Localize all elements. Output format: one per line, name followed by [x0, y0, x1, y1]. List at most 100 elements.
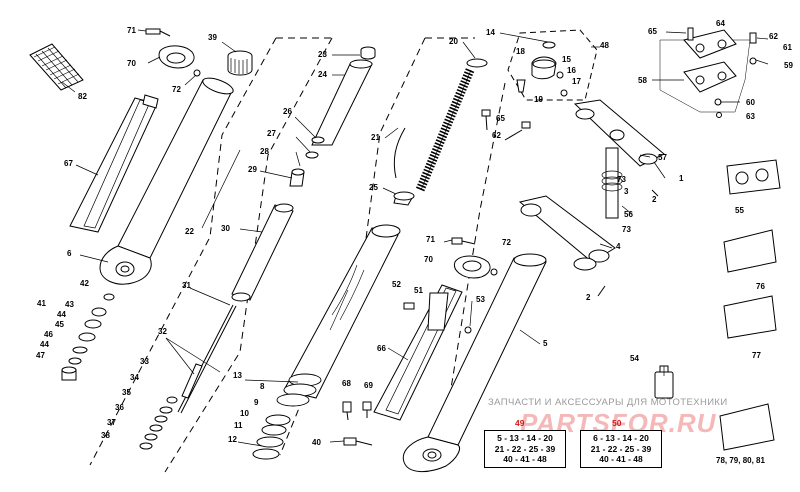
callout-label: 21 [371, 133, 380, 142]
right-inner-tube-drawing [252, 224, 401, 460]
callout-label: 29 [248, 165, 257, 174]
callout-label: 45 [55, 320, 64, 329]
right-outer-tube-drawing [402, 253, 547, 472]
callout-label: 48 [600, 41, 609, 50]
callout-label: 38 [101, 431, 110, 440]
callout-label: 69 [364, 381, 373, 390]
callout-label: 55 [735, 206, 744, 215]
callout-label: 53 [476, 295, 485, 304]
callout-label: 36 [115, 403, 124, 412]
callout-label: 54 [630, 354, 639, 363]
callout-label: 63 [746, 112, 755, 121]
callout-label: 68 [342, 379, 351, 388]
callout-label: 67 [64, 159, 73, 168]
callout-label: 71 [127, 26, 136, 35]
callout-label: 65 [496, 114, 505, 123]
callout-label: 3 [624, 187, 629, 196]
callout-label: 16 [567, 66, 576, 75]
callout-label: 46 [44, 330, 53, 339]
rod-valve-parts-drawing [139, 396, 178, 450]
callout-label: 70 [424, 255, 433, 264]
legend-line: 40 - 41 - 48 [503, 454, 547, 464]
callout-label: 9 [254, 398, 259, 407]
legend-line: 40 - 41 - 48 [599, 454, 643, 464]
bolts-middle-drawing [481, 109, 531, 141]
callout-label: 34 [130, 373, 139, 382]
leader-lines [61, 29, 769, 447]
left-top-clamp-drawing [145, 28, 201, 77]
callout-label: 25 [369, 183, 378, 192]
callout-label: 76 [756, 282, 765, 291]
callout-label: 73 [622, 225, 631, 234]
callout-label: 43 [65, 300, 74, 309]
callout-label: 37 [107, 418, 116, 427]
callout-label: 82 [78, 92, 87, 101]
brake-bracket-drawing [403, 292, 472, 334]
callout-label: 72 [502, 238, 511, 247]
legend-box: 5 - 13 - 14 - 20 21 - 22 - 25 - 39 40 - … [484, 430, 566, 468]
callout-label: 15 [562, 55, 571, 64]
callout-label: 65 [648, 27, 657, 36]
callout-label: 19 [534, 95, 543, 104]
callout-label: 14 [486, 28, 495, 37]
left-outer-tube-drawing [99, 77, 234, 285]
handlebar-mount-drawing [659, 27, 757, 118]
callout-label: 73 [617, 175, 626, 184]
axle-bolts-drawing [342, 401, 373, 446]
callout-label: 44 [57, 310, 66, 319]
callout-label: 62 [769, 32, 778, 41]
callout-label: 8 [260, 382, 265, 391]
callout-label: 59 [784, 61, 793, 70]
callout-label: 11 [234, 421, 243, 430]
kit-label: 78, 79, 80, 81 [716, 456, 765, 465]
spring-seat-drawing [227, 50, 253, 76]
callout-label: 51 [414, 286, 423, 295]
triple-clamp-drawing [518, 99, 665, 297]
inner-tube-cap-drawing [311, 46, 376, 146]
cartridge-tube-drawing [231, 203, 294, 302]
callout-label: 20 [449, 37, 458, 46]
callout-label: 66 [377, 344, 386, 353]
callout-label: 2 [652, 195, 657, 204]
callout-label: 56 [624, 210, 633, 219]
callout-label: 31 [182, 281, 191, 290]
watermark-caption: ЗАПЧАСТИ И АКСЕССУАРЫ ДЛЯ МОТОТЕХНИКИ [488, 397, 728, 408]
legend-line: 21 - 22 - 25 - 39 [590, 443, 652, 454]
callout-label: 10 [240, 409, 249, 418]
callout-label: 32 [158, 327, 167, 336]
legend-number: 49 [515, 418, 525, 428]
callout-label: 26 [283, 107, 292, 116]
group-frame-48 [507, 29, 598, 101]
callout-label: 1 [679, 174, 684, 183]
damper-rod-drawing [177, 304, 237, 414]
callout-label: 35 [122, 388, 131, 397]
callout-label: 47 [36, 351, 45, 360]
callout-label: 52 [392, 280, 401, 289]
callout-label: 12 [228, 435, 237, 444]
callout-label: 60 [746, 98, 755, 107]
callout-label: 28 [260, 147, 269, 156]
right-top-clamp-drawing [451, 237, 498, 279]
filter-element-drawing [29, 43, 84, 91]
callout-label: 40 [312, 438, 321, 447]
callout-label: 70 [127, 59, 136, 68]
callout-label: 72 [172, 85, 181, 94]
callout-label: 57 [658, 153, 667, 162]
callout-label: 27 [267, 129, 276, 138]
callout-label: 23 [318, 50, 327, 59]
callout-label: 5 [543, 339, 548, 348]
callout-label: 62 [492, 131, 501, 140]
callout-label: 44 [40, 340, 49, 349]
callout-label: 77 [752, 351, 761, 360]
callout-label: 24 [318, 70, 327, 79]
fork-spring-drawing [393, 58, 488, 206]
callout-label: 58 [638, 76, 647, 85]
callout-label: 41 [37, 299, 46, 308]
callout-label: 18 [516, 47, 525, 56]
legend-number: 50 [612, 418, 622, 428]
callout-label: 39 [208, 33, 217, 42]
legend-line: 6 - 13 - 14 - 20 [593, 433, 649, 443]
callout-label: 33 [140, 357, 149, 366]
